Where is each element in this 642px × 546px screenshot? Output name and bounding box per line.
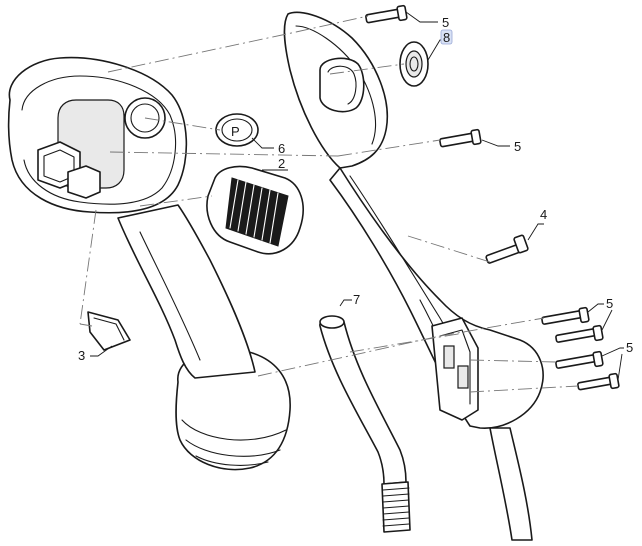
callout-labels: 5 8 6 2 5 4 3 7 5 5 (78, 15, 633, 363)
p-button-glyph: P (231, 124, 240, 139)
part-3-cap (87, 311, 131, 351)
callout-2: 2 (278, 156, 285, 171)
right-joystick-housing (283, 11, 544, 541)
callout-leaders (90, 11, 624, 381)
screw-top (365, 4, 408, 24)
part-4-long-screw (485, 234, 529, 264)
callout-3: 3 (78, 348, 85, 363)
callout-6: 6 (278, 141, 285, 156)
callout-5-right-lower: 5 (626, 340, 633, 355)
part-2-roller-wheel (206, 165, 304, 255)
callout-5-right-upper: 5 (606, 296, 613, 311)
callout-8-highlight (440, 29, 453, 45)
assembly-leader-lines (79, 15, 579, 393)
callout-5-top: 5 (442, 15, 449, 30)
callout-8: 8 (443, 30, 450, 45)
callout-4: 4 (540, 207, 547, 222)
part-6-p-button: P (215, 113, 259, 147)
callout-5-middle: 5 (514, 139, 521, 154)
screw-right-1 (541, 306, 590, 325)
screw-right-4 (577, 372, 620, 391)
screw-right-2 (555, 324, 604, 343)
part-7-cable-tube (319, 315, 411, 533)
left-joystick-handle (7, 56, 291, 471)
screw-middle (439, 128, 482, 148)
part-8-bearing-ring (399, 41, 429, 87)
callout-7: 7 (353, 292, 360, 307)
screw-right-3 (555, 350, 604, 369)
